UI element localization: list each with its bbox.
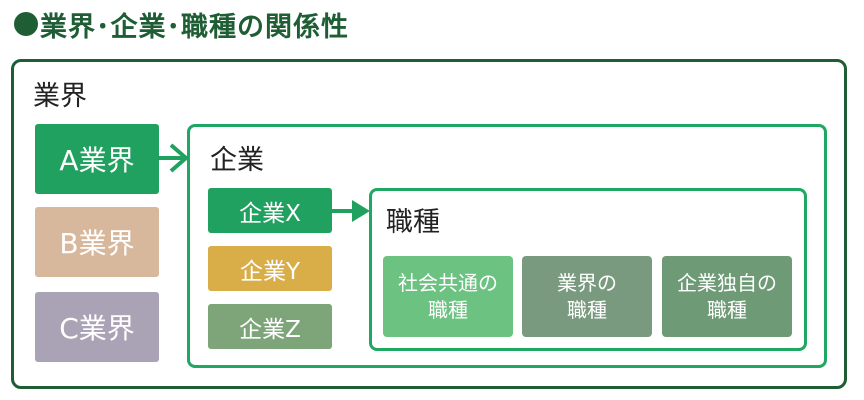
company-container-title: 企業	[210, 145, 264, 176]
job-box-industry-line2: 職種	[567, 297, 607, 322]
company-box-x: 企業X	[208, 188, 332, 233]
bullet-dot-icon	[14, 12, 38, 36]
job-box-company-line2: 職種	[707, 297, 747, 322]
job-box-company-line1: 企業独自の	[677, 270, 777, 295]
industry-box-a: A業界	[35, 124, 159, 194]
job-container-title: 職種	[386, 207, 440, 238]
heading-title: 業界･企業･職種の関係性	[40, 11, 349, 43]
job-box-common-line1: 社会共通の	[398, 270, 498, 295]
industry-to-company-arrow	[159, 143, 190, 173]
company-box-z: 企業Z	[208, 304, 332, 349]
job-box-industry-line1: 業界の	[557, 270, 617, 295]
job-box-company: 企業独自の 職種	[662, 256, 792, 337]
company-to-job-arrow	[332, 200, 370, 222]
industry-container-title: 業界	[33, 81, 87, 112]
job-box-common-line2: 職種	[428, 297, 468, 322]
company-box-y: 企業Y	[208, 246, 332, 291]
industry-box-b: B業界	[35, 207, 159, 277]
job-box-common: 社会共通の 職種	[383, 256, 513, 337]
company-container	[187, 124, 827, 368]
diagram-heading: 業界･企業･職種の関係性	[14, 6, 349, 43]
industry-container	[11, 59, 847, 389]
job-container	[369, 188, 807, 351]
job-box-industry: 業界の 職種	[522, 256, 652, 337]
industry-box-c: C業界	[35, 292, 159, 362]
